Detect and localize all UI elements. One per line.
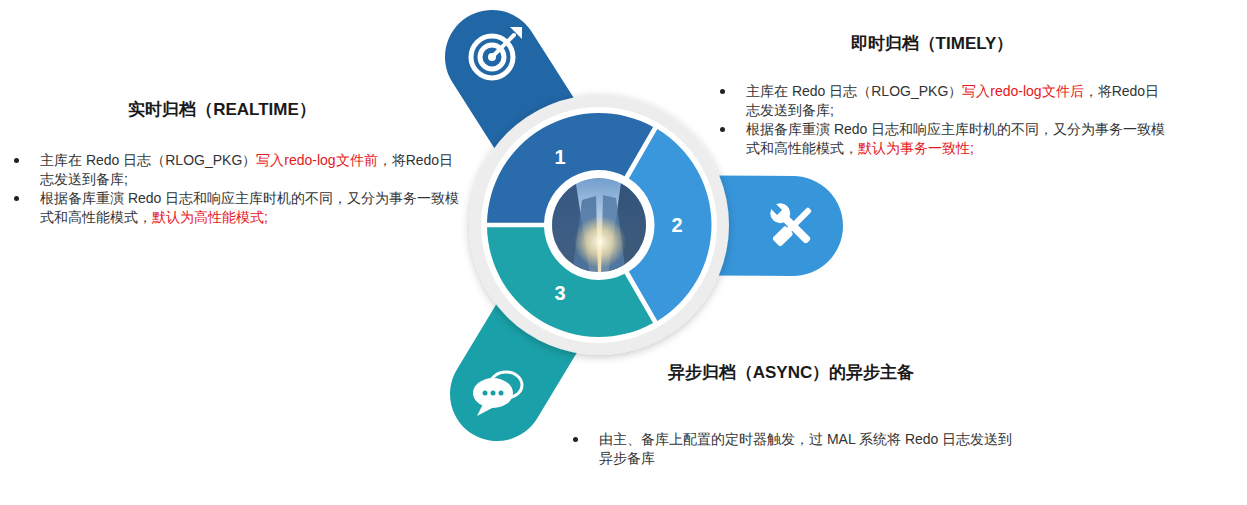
ring-segment: 2 [627,128,712,322]
bullet-item: 主库在 Redo 日志（RLOG_PKG）写入redo-log文件后，将Redo… [718,82,1173,120]
chat-tail [477,404,494,416]
bullet-item: 根据备库重演 Redo 日志和响应主库时机的不同，又分为事务一致模式和高性能模式… [718,120,1173,158]
chat-icon [473,372,522,416]
segment-shape [627,128,712,322]
ring-segment: 1 [487,113,655,225]
photo-sun [574,216,626,268]
bullet-text: 主库在 Redo 日志（RLOG_PKG） [746,83,962,99]
target-arrow [510,27,522,39]
segment-shape [487,113,655,225]
chat-bubble [473,378,513,408]
bullet-list: 由主、备库上配置的定时器触发，过 MAL 系统将 Redo 日志发送到异步备库 [571,430,1021,468]
chat-dot [491,391,496,396]
target-icon [471,27,522,78]
bullet-list: 主库在 Redo 日志（RLOG_PKG）写入redo-log文件前，将Redo… [12,151,462,227]
bullet-item: 主库在 Redo 日志（RLOG_PKG）写入redo-log文件前，将Redo… [12,151,462,189]
tools-icon [764,197,816,249]
callout-number: 2 [671,213,682,237]
photo-sky [548,175,650,275]
highlight-text: 写入redo-log文件前 [256,152,377,168]
wrench-head [766,199,794,227]
bullet-text: 由主、备库上配置的定时器触发，过 MAL 系统将 Redo 日志发送到异步备库 [599,431,1012,466]
callout-number: 1 [554,145,565,169]
section-heading: 即时归档（TIMELY） [851,33,1014,55]
callout-number: 3 [554,281,565,305]
wrench [764,197,816,249]
segment-fill [487,227,653,337]
segment-fill [487,113,653,223]
chat-dot [499,391,504,396]
highlight-text: 写入redo-log文件后 [962,83,1083,99]
bullet-item: 根据备库重演 Redo 日志和响应主库时机的不同，又分为事务一致模式和高性能模式… [12,189,462,227]
chat-dot [483,391,488,396]
target-arrow [492,35,514,57]
wrench-notch [769,202,782,215]
highlight-text: 默认为事务一致性; [858,140,974,156]
bullet-text: 主库在 Redo 日志（RLOG_PKG） [40,152,256,168]
inner-ring [481,107,717,343]
segment-fill [628,129,711,321]
photo-frame [548,175,650,275]
highlight-text: 默认为高性能模式; [152,209,268,225]
section-heading: 异步归档（ASYNC）的异步主备 [668,362,915,384]
section-heading: 实时归档（REALTIME） [128,99,316,121]
outer-ring [469,95,729,355]
bullet-item: 由主、备库上配置的定时器触发，过 MAL 系统将 Redo 日志发送到异步备库 [571,430,1021,468]
target-ring [471,36,513,78]
bullet-list: 主库在 Redo 日志（RLOG_PKG）写入redo-log文件后，将Redo… [718,82,1173,158]
building-photo [548,175,650,275]
ring-segment: 3 [487,225,655,337]
segment-shape [487,225,655,337]
